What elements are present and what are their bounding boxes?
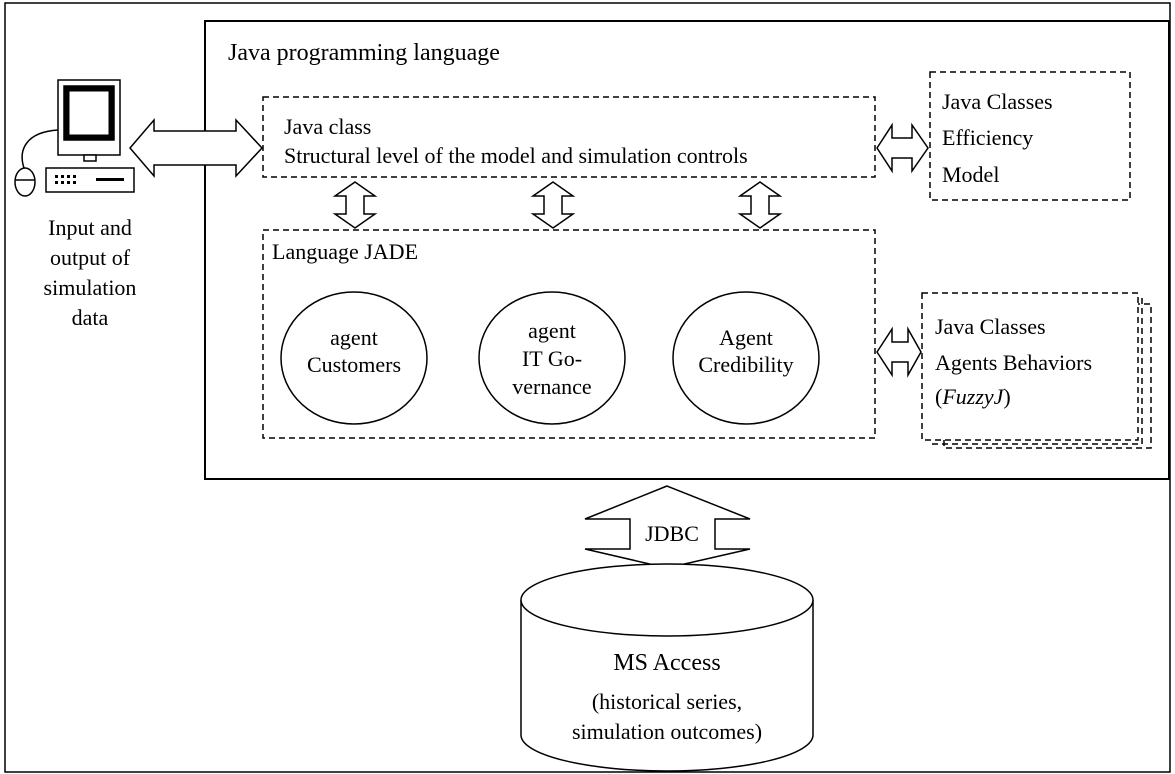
java-class-box (262, 96, 876, 178)
agent-customers-line1: agent (330, 325, 378, 350)
io-label-line2: output of (49, 245, 131, 270)
behaviors-line2: Agents Behaviors (935, 350, 1093, 375)
jade-box (262, 229, 876, 439)
agent-credibility-line2: Credibility (698, 352, 794, 377)
behaviors-paren-open: ( (935, 384, 943, 409)
efficiency-line3: Model (942, 162, 1000, 187)
vertical-arrow-middle (530, 181, 576, 229)
computer-icon (14, 79, 135, 197)
agent-credibility-line1: Agent (719, 325, 773, 350)
jade-title: Language JADE (272, 239, 419, 264)
database-icon (520, 563, 814, 772)
vertical-arrow-right (737, 181, 783, 229)
jdbc-label: JDBC (645, 521, 699, 546)
agent-it-governance-line2: IT Go- (521, 346, 583, 371)
behaviors-fuzzyj: FuzzyJ (942, 384, 1004, 409)
agent-customers-line2: Customers (306, 352, 402, 377)
behaviors-line1: Java Classes (935, 314, 1046, 339)
io-label-line1: Input and (48, 215, 132, 240)
agent-it-governance-line1: agent (528, 318, 576, 343)
behaviors-box (921, 292, 1139, 441)
java-class-subtitle: Structural level of the model and simula… (284, 143, 748, 168)
efficiency-line1: Java Classes (942, 89, 1053, 114)
io-label-line4: data (71, 305, 109, 330)
agent-it-governance-ellipse (478, 291, 626, 425)
behaviors-paren-close: ) (1003, 384, 1011, 409)
java-class-efficiency-arrow (876, 122, 929, 174)
vertical-arrow-left (332, 181, 378, 229)
database-title: MS Access (613, 650, 721, 676)
computer-to-java-arrow (129, 117, 264, 179)
behaviors-line3: (FuzzyJ) (935, 382, 1011, 412)
java-class-title: Java class (284, 114, 372, 139)
efficiency-classes-box (929, 71, 1131, 201)
database-line1: (historical series, (591, 689, 743, 714)
io-label-line3: simulation (43, 275, 137, 300)
agent-customers-ellipse (280, 291, 428, 425)
efficiency-line2: Efficiency (942, 125, 1034, 150)
java-language-box (204, 20, 1170, 480)
database-line2: simulation outcomes) (571, 719, 763, 744)
outer-box-title: Java programming language (228, 40, 500, 66)
agent-credibility-ellipse (672, 291, 820, 425)
jade-behaviors-arrow (876, 326, 922, 378)
agent-it-governance-line3: vernance (512, 374, 592, 399)
